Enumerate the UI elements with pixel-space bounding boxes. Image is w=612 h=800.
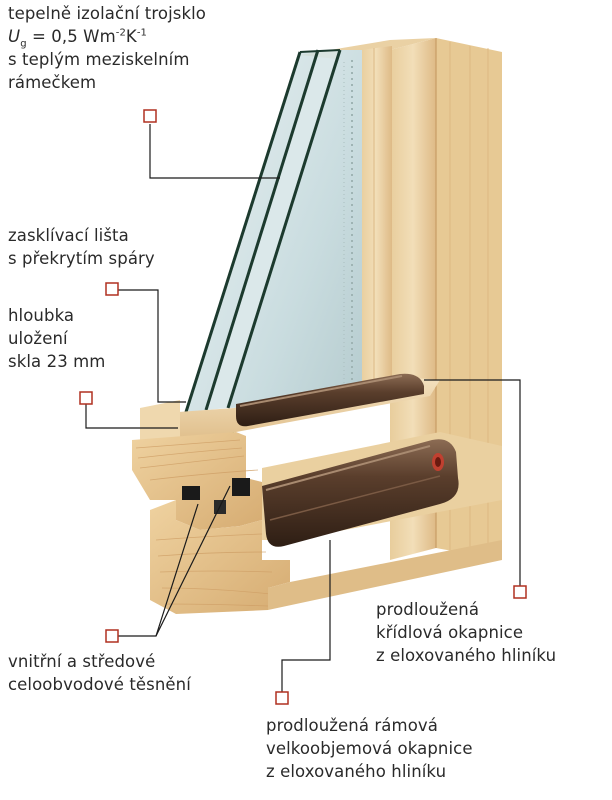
center-seal	[232, 478, 250, 496]
label-glazing-bead: zasklívací lišta s překrytím spáry	[8, 226, 155, 268]
sash-stile	[360, 46, 392, 404]
glazing-bead	[140, 400, 180, 446]
square-marker-icon	[143, 109, 157, 123]
frame-jamb-front	[436, 38, 502, 560]
label-triple-glazing: tepelně izolační trojsklo Ug = 0,5 Wm-2K…	[8, 2, 206, 94]
glass-pane-outer	[186, 50, 318, 412]
square-marker-icon	[105, 282, 119, 296]
frame-jamb-side	[390, 38, 436, 560]
marker-group	[79, 109, 527, 705]
label-frame-drip: prodloužená rámová velkoobjemová okapnic…	[266, 716, 473, 781]
glazing-line-3: s teplým meziskelním	[8, 50, 190, 69]
sash-drip-cap	[236, 373, 424, 427]
square-marker-icon	[105, 629, 119, 643]
label-seals: vnitřní a středové celoobvodové těsnění	[8, 652, 191, 694]
square-marker-icon	[79, 391, 93, 405]
square-marker-icon	[513, 585, 527, 599]
frame-drip-cap	[262, 439, 459, 547]
frame-side-face	[268, 540, 502, 610]
label-sash-drip: prodloužená křídlová okapnice z eloxovan…	[376, 600, 557, 665]
glazing-u-value: Ug = 0,5 Wm-2K-1	[8, 27, 148, 50]
glass-pane-inner	[228, 50, 362, 408]
square-marker-icon	[275, 691, 289, 705]
glazing-line-1: tepelně izolační trojsklo	[8, 4, 206, 23]
leader-lines	[85, 124, 521, 692]
inner-seal	[182, 486, 200, 500]
glass-pane-middle	[206, 50, 340, 410]
glazing-line-4: rámečkem	[8, 73, 97, 92]
sash-section	[132, 432, 262, 530]
label-glass-depth: hloubka uložení skla 23 mm	[8, 306, 106, 371]
frame-section	[150, 500, 290, 614]
